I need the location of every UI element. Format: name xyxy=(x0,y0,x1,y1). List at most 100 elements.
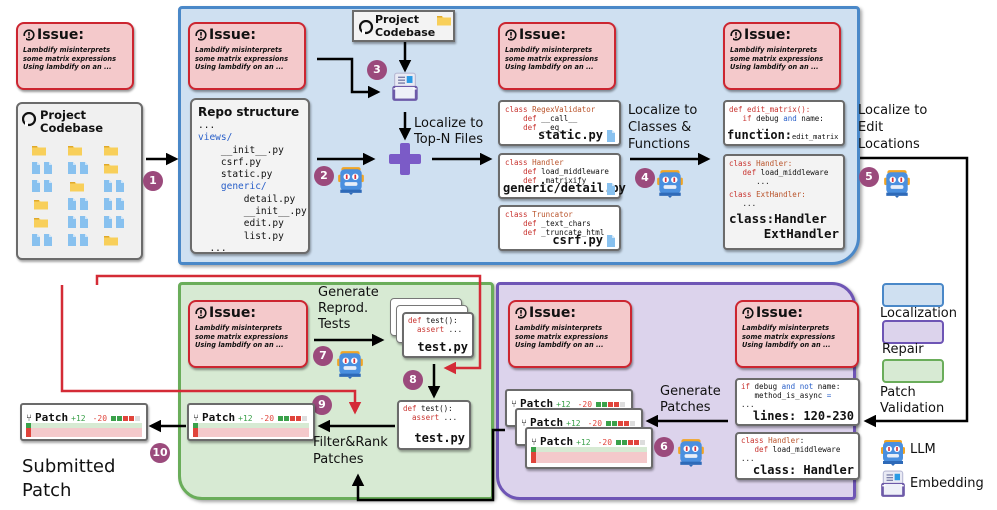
patch-card-ranked: ⑂Patch+12-20 xyxy=(187,403,315,441)
patch-title: Patch xyxy=(540,435,574,448)
github-icon xyxy=(359,20,374,35)
issue-text: Lambdify misinterprets some matrix expre… xyxy=(515,324,609,349)
issue-icon xyxy=(505,29,517,41)
issue-card: Issue: Lambdify misinterprets some matri… xyxy=(16,22,134,90)
step-5-badge: 5 xyxy=(859,167,879,187)
patch-card: ⑂Patch+12-20 xyxy=(525,427,653,469)
issue-text: Lambdify misinterprets some matrix expre… xyxy=(505,46,599,71)
repo-line: views/ xyxy=(198,132,233,144)
step-2-badge: 2 xyxy=(314,166,334,186)
issue-card: Issue: Lambdify misinterprets some matri… xyxy=(723,22,841,90)
embedding-icon xyxy=(880,470,906,498)
localize-edit-label: Localize to Edit Locations xyxy=(858,103,928,152)
file-icon xyxy=(32,180,40,192)
pull-request-icon: ⑂ xyxy=(26,413,32,424)
class-footer: class:Handler xyxy=(729,211,827,226)
file-icon xyxy=(116,198,124,210)
file-name: csrf.py xyxy=(552,233,603,247)
legend-swatch-validation xyxy=(882,359,944,383)
issue-text: Lambdify misinterprets some matrix expre… xyxy=(730,46,824,71)
file-name: generic/detail.py xyxy=(503,181,626,195)
issue-text: Lambdify misinterprets some matrix expre… xyxy=(195,46,289,71)
patch-title: Patch xyxy=(520,397,554,410)
legend-swatch-repair xyxy=(882,320,944,344)
submitted-patch-card: ⑂Patch+12-20 xyxy=(20,403,148,441)
lines-range: lines: 120-230 xyxy=(752,409,854,423)
file-icon xyxy=(68,234,76,246)
folder-icon xyxy=(437,16,451,26)
folder-icon xyxy=(104,164,118,174)
pull-request-icon: ⑂ xyxy=(521,418,527,429)
step-1-badge: 1 xyxy=(143,171,163,191)
filter-rank-label: Filter&Rank Patches xyxy=(313,435,388,467)
patch-deletions: -20 xyxy=(587,419,603,428)
file-icon xyxy=(116,180,124,192)
folder-icon xyxy=(70,182,84,192)
repo-line: __init__.py xyxy=(198,206,307,218)
step-3-badge: 3 xyxy=(367,60,387,80)
issue-icon xyxy=(195,29,207,41)
repo-line: ... xyxy=(198,120,216,131)
llm-robot-icon xyxy=(881,440,905,466)
repo-line: ... xyxy=(198,242,227,254)
patch-additions: +12 xyxy=(556,400,571,409)
issue-text: Lambdify misinterprets some matrix expre… xyxy=(742,324,836,349)
issue-title: Issue: xyxy=(37,27,84,43)
file-icon xyxy=(104,216,112,228)
step-6-badge: 6 xyxy=(654,437,674,457)
file-icon xyxy=(68,162,76,174)
edit-lines-card: if debug and not name: method_is_async =… xyxy=(735,378,860,426)
legend-label-localization: Localization xyxy=(880,306,957,321)
diff-bars xyxy=(193,423,309,437)
issue-title: Issue: xyxy=(756,305,803,321)
function-key: function: xyxy=(727,128,793,142)
repo-line: detail.py xyxy=(198,193,296,205)
file-icon xyxy=(104,198,112,210)
file-icon xyxy=(68,198,76,210)
legend-embedding-label: Embedding xyxy=(910,476,984,491)
submitted-patch-label: Submitted Patch xyxy=(22,456,116,501)
file-icon xyxy=(116,216,124,228)
test-file-name: test.py xyxy=(417,340,468,354)
diff-bars xyxy=(531,447,647,463)
embedding-icon xyxy=(391,72,419,102)
handler-class-card: class Handler: def load_middleware ... c… xyxy=(735,432,860,480)
issue-title: Issue: xyxy=(209,27,256,43)
issue-text: Lambdify misinterprets some matrix expre… xyxy=(195,324,289,349)
pull-request-icon: ⑂ xyxy=(531,437,537,448)
legend-swatch-localization xyxy=(882,283,944,307)
folder-icon xyxy=(68,146,82,156)
repo-line: list.py xyxy=(198,230,284,242)
generate-patches-label: Generate Patches xyxy=(660,384,721,415)
function-card: def edit_matrix(): if debug and name: ..… xyxy=(723,100,845,146)
class-card: class Handler: def load_middleware ... c… xyxy=(723,154,845,250)
test-card: def test(): assert ... test.py xyxy=(402,312,474,358)
diff-bars xyxy=(26,423,142,437)
repo-line: generic/ xyxy=(198,181,267,193)
file-icon xyxy=(44,162,52,174)
patch-additions: +12 xyxy=(566,419,581,428)
file-icon xyxy=(104,180,112,192)
repo-line: edit.py xyxy=(198,218,284,230)
folder-icon xyxy=(104,236,118,246)
file-name: static.py xyxy=(537,128,603,142)
file-tree-icons xyxy=(32,146,124,246)
llm-robot-icon xyxy=(884,170,910,198)
issue-icon xyxy=(23,29,35,41)
file-icon xyxy=(68,216,76,228)
llm-robot-icon xyxy=(338,167,364,195)
folder-icon xyxy=(32,146,46,156)
llm-robot-icon xyxy=(678,439,704,467)
patch-additions: +12 xyxy=(238,414,253,423)
class-footer: ExtHandler xyxy=(763,226,839,241)
step-9-badge: 9 xyxy=(312,395,332,415)
llm-robot-icon xyxy=(657,170,683,198)
patch-title: Patch xyxy=(202,411,236,424)
repo-line: __init__.py xyxy=(198,144,284,156)
file-icon xyxy=(44,180,52,192)
patch-additions: +12 xyxy=(71,414,86,423)
